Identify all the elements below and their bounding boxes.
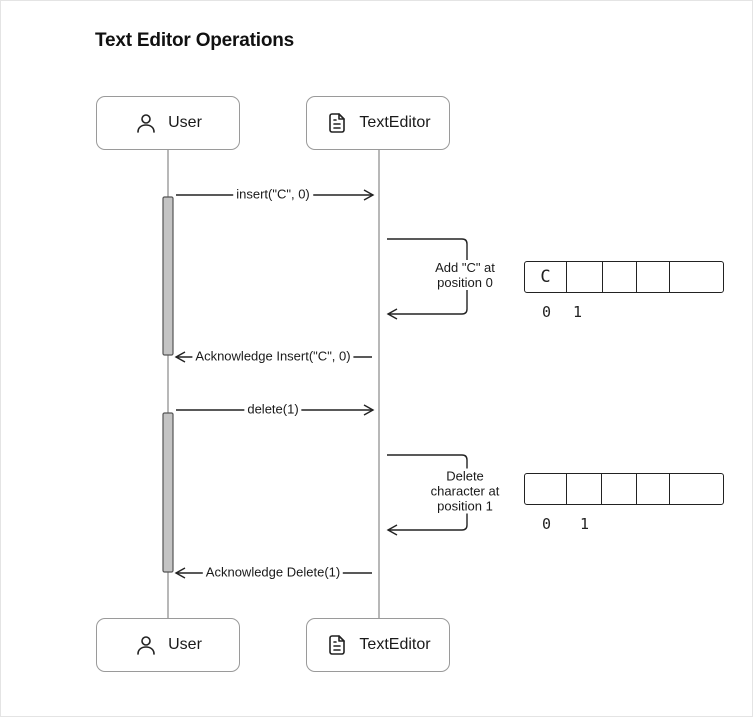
participant-texteditor-bottom: TextEditor [306,618,450,672]
buffer-cell [602,474,637,504]
activation-bar [162,196,174,356]
buffer-index: 0 [542,515,552,533]
document-icon [325,633,349,657]
participant-label: User [168,114,202,131]
buffer-cell [637,262,670,292]
user-icon [134,633,158,657]
buffer-index: 1 [580,515,590,533]
buffer-cell [670,262,723,292]
buffer-array-after-insert: C [524,261,724,293]
message-label-delete: delete(1) [244,401,302,417]
buffer-cell [637,474,670,504]
participant-label: TextEditor [359,636,431,653]
message-label-insert: insert("C", 0) [233,186,313,202]
buffer-cell [525,474,567,504]
buffer-index: 0 [542,303,552,321]
buffer-cell: C [525,262,567,292]
participant-user-bottom: User [96,618,240,672]
user-icon [134,111,158,135]
message-label-ack-delete: Acknowledge Delete(1) [202,564,344,580]
buffer-index: 1 [573,303,583,321]
note-add-char: Add "C" at position 0 [435,260,495,290]
buffer-array-after-delete [524,473,724,505]
diagram-title: Text Editor Operations [95,30,294,51]
note-delete-char: Delete character at position 1 [430,468,500,514]
buffer-cell [567,474,602,504]
participant-user-top: User [96,96,240,150]
activation-bar [162,412,174,573]
buffer-cell [603,262,637,292]
document-icon [325,111,349,135]
buffer-cell [670,474,723,504]
participant-label: TextEditor [359,114,431,131]
participant-texteditor-top: TextEditor [306,96,450,150]
message-label-ack-insert: Acknowledge Insert("C", 0) [192,348,354,364]
participant-label: User [168,636,202,653]
buffer-cell [567,262,603,292]
